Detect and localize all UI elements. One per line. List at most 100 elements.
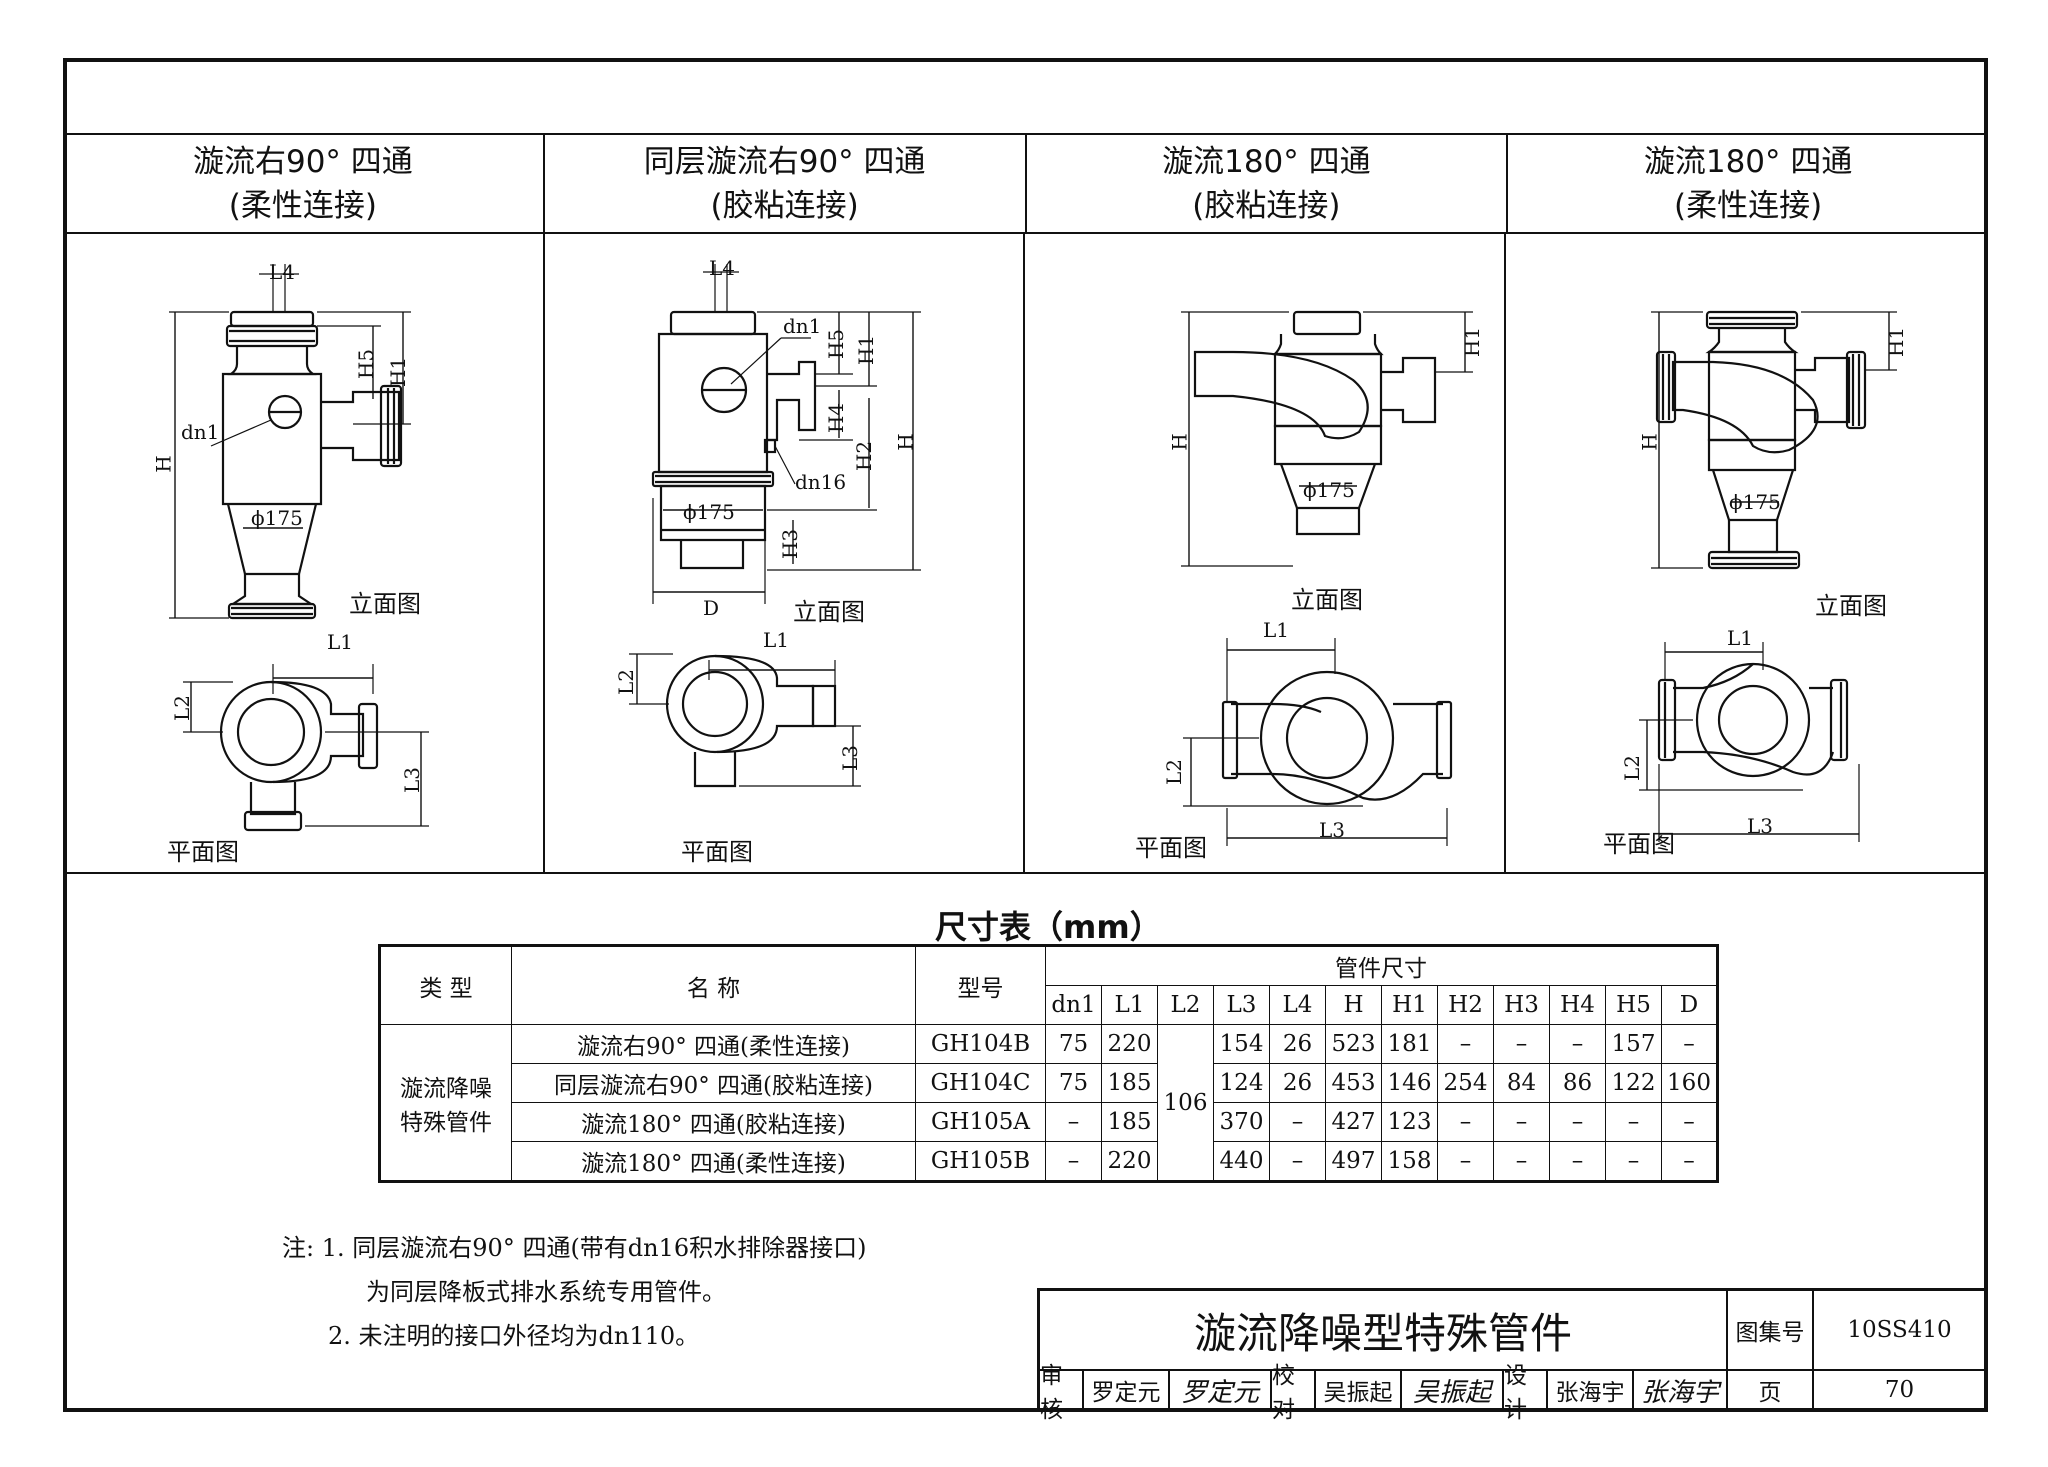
dim-label-L3: L3 <box>1319 818 1346 842</box>
value-cell: 185 <box>1101 1063 1158 1103</box>
type-cell: 漩流降噪 特殊管件 <box>379 1024 512 1182</box>
value-cell: – <box>1605 1141 1662 1182</box>
notes: 注: 1. 同层漩流右90° 四通(带有dn16积水排除器接口) 为同层降板式排… <box>282 1226 867 1358</box>
dim-label-H5: H5 <box>354 348 379 380</box>
value-cell: – <box>1605 1102 1662 1142</box>
column-subtitle: (柔性连接) <box>228 187 377 224</box>
check-label: 校对 <box>1272 1363 1316 1423</box>
dim-label-L2: L2 <box>1620 754 1645 782</box>
value-cell: 220 <box>1101 1024 1158 1064</box>
value-cell: – <box>1493 1024 1550 1064</box>
value-cell: 122 <box>1605 1063 1662 1103</box>
elevation-label: 立面图 <box>1291 586 1363 614</box>
column-header-2: 同层漩流右90° 四通 (胶粘连接) <box>545 135 1027 232</box>
dim-label-dn16: dn16 <box>795 470 847 494</box>
header-group: 管件尺寸 <box>1045 945 1718 986</box>
column-subtitle: (胶粘连接) <box>710 187 859 224</box>
table-row: 同层漩流右90° 四通(胶粘连接) GH104C 75 185 124 26 4… <box>380 1063 1718 1103</box>
value-cell: – <box>1549 1102 1606 1142</box>
dim-label-L4: L4 <box>269 260 296 284</box>
value-cell: 497 <box>1325 1141 1382 1182</box>
value-cell: – <box>1437 1102 1494 1142</box>
table-row: 漩流180° 四通(柔性连接) GH105B – 220 440 – 497 1… <box>380 1141 1718 1182</box>
column-subtitle: (柔性连接) <box>1674 187 1823 224</box>
value-cell: – <box>1493 1102 1550 1142</box>
table-header-row: 类 型 名 称 型号 管件尺寸 <box>379 945 1718 1025</box>
value-cell: 427 <box>1325 1102 1382 1142</box>
reviewer-name: 罗定元 <box>1084 1371 1170 1409</box>
column-header-4: 漩流180° 四通 (柔性连接) <box>1508 135 1988 232</box>
value-cell: 181 <box>1381 1024 1438 1064</box>
plan-label: 平面图 <box>167 838 239 866</box>
model-cell: GH105B <box>915 1141 1046 1182</box>
type-label: 特殊管件 <box>400 1109 492 1136</box>
column-title: 漩流180° 四通 <box>1643 143 1853 180</box>
column-divider <box>1023 234 1025 872</box>
elevation-label: 立面图 <box>349 590 421 618</box>
table-row: 漩流180° 四通(胶粘连接) GH105A – 185 370 – 427 1… <box>380 1102 1718 1142</box>
page-label: 页 <box>1728 1371 1814 1409</box>
model-cell: GH104B <box>915 1024 1046 1064</box>
col-header: H <box>1325 985 1382 1025</box>
value-cell: – <box>1549 1141 1606 1182</box>
value-cell: 453 <box>1325 1063 1382 1103</box>
col-header: H5 <box>1605 985 1662 1025</box>
name-cell: 同层漩流右90° 四通(胶粘连接) <box>511 1063 916 1103</box>
dim-label-L1: L1 <box>1727 626 1754 650</box>
value-cell: 124 <box>1213 1063 1270 1103</box>
value-cell: – <box>1045 1102 1102 1142</box>
value-cell: 160 <box>1661 1063 1718 1103</box>
note-text: 同层漩流右90° 四通(带有dn16积水排除器接口) <box>352 1234 867 1262</box>
elevation-label: 立面图 <box>1815 592 1887 620</box>
col-header: L1 <box>1101 985 1158 1025</box>
dim-label-D: D <box>703 596 720 620</box>
table-row: 漩流降噪 特殊管件 漩流右90° 四通(柔性连接) GH104B 75 220 … <box>379 1024 1718 1182</box>
name-cell: 漩流180° 四通(柔性连接) <box>511 1141 916 1182</box>
dim-label-phi175: ϕ175 <box>683 500 735 524</box>
column-divider <box>1504 234 1506 872</box>
atlas-number: 10SS410 <box>1814 1291 1985 1371</box>
page-number: 70 <box>1884 1377 1915 1403</box>
value-cell: – <box>1661 1141 1718 1182</box>
column-divider <box>543 234 545 872</box>
dim-label-H5: H5 <box>824 328 849 360</box>
model-cell: GH104C <box>915 1063 1046 1103</box>
value-cell: 254 <box>1437 1063 1494 1103</box>
type-label: 漩流降噪 <box>400 1075 492 1102</box>
dim-label-L1: L1 <box>1263 618 1290 642</box>
header-type: 类 型 <box>379 945 512 1025</box>
value-cell: 523 <box>1325 1024 1382 1064</box>
plan-label: 平面图 <box>681 838 753 866</box>
value-cell: – <box>1269 1141 1326 1182</box>
note-number: 2. <box>328 1322 351 1350</box>
value-cell: 154 <box>1213 1024 1270 1064</box>
value-cell: 185 <box>1101 1102 1158 1142</box>
dim-label-H3: H3 <box>778 528 803 560</box>
header-name: 名 称 <box>511 945 916 1025</box>
value-cell: – <box>1269 1102 1326 1142</box>
notes-prefix: 注: <box>282 1234 315 1262</box>
designer-signature: 张海宇 <box>1634 1371 1728 1409</box>
column-subtitle: (胶粘连接) <box>1192 187 1341 224</box>
dim-label-L2: L2 <box>1162 758 1187 786</box>
value-cell: – <box>1661 1102 1718 1142</box>
fitting-1-elevation <box>169 264 429 832</box>
note-1-cont: 为同层降板式排水系统专用管件。 <box>366 1278 726 1306</box>
col-header: dn1 <box>1045 985 1102 1025</box>
dim-label-L3: L3 <box>1747 814 1774 838</box>
dim-label-H: H <box>893 433 918 451</box>
dim-label-dn1: dn1 <box>181 420 220 444</box>
plan-label: 平面图 <box>1135 834 1207 862</box>
value-cell: 26 <box>1269 1063 1326 1103</box>
title-block: 漩流降噪型特殊管件 图集号 10SS410 审核 罗定元 罗定元 校对 吴振起 … <box>1037 1288 1988 1423</box>
dim-label-H: H <box>1167 433 1192 451</box>
name-cell: 漩流180° 四通(胶粘连接) <box>511 1102 916 1142</box>
value-cell: 220 <box>1101 1141 1158 1182</box>
checker-name: 吴振起 <box>1316 1371 1402 1409</box>
dim-label-H1: H1 <box>854 334 879 366</box>
value-cell: – <box>1549 1024 1606 1064</box>
value-cell: 440 <box>1213 1141 1270 1182</box>
value-cell: – <box>1437 1024 1494 1064</box>
value-cell: 86 <box>1549 1063 1606 1103</box>
column-header-row: 漩流右90° 四通 (柔性连接) 同层漩流右90° 四通 (胶粘连接) 漩流18… <box>63 133 1988 234</box>
